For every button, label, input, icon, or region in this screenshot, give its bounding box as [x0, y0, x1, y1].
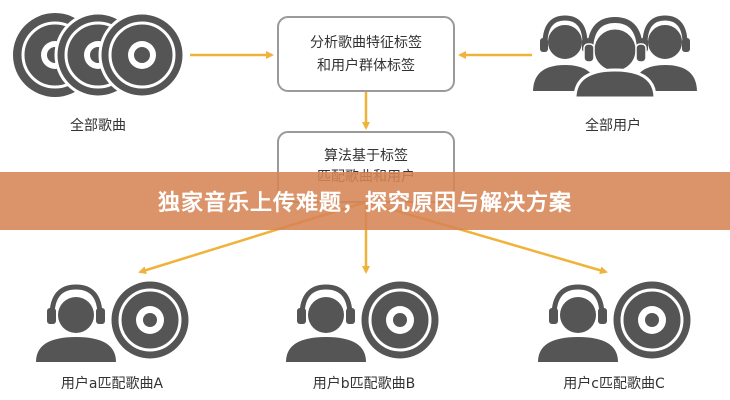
- user-b-headphones-icon: [286, 284, 366, 362]
- all-songs-disc-icon: [13, 11, 186, 99]
- user-b-label: 用户b匹配歌曲B: [313, 375, 416, 392]
- analyze-tags-box: [277, 16, 455, 92]
- user-c-label: 用户c匹配歌曲C: [563, 375, 665, 392]
- analyze-tags-line1: 分析歌曲特征标签: [310, 34, 422, 51]
- user-c-headphones-icon: [538, 284, 618, 362]
- user-a-headphones-icon: [36, 284, 116, 362]
- song-b-disc-icon: [358, 278, 442, 362]
- song-c-disc-icon: [610, 278, 694, 362]
- title-banner: 独家音乐上传难题，探究原因与解决方案: [0, 172, 730, 230]
- all-songs-label: 全部歌曲: [70, 117, 126, 134]
- all-users-label: 全部用户: [585, 117, 641, 134]
- banner-title: 独家音乐上传难题，探究原因与解决方案: [157, 191, 572, 216]
- all-users-group-icon: [530, 15, 700, 100]
- analyze-tags-line2: 和用户群体标签: [317, 57, 415, 74]
- user-a-label: 用户a匹配歌曲A: [61, 375, 164, 392]
- song-a-disc-icon: [108, 278, 192, 362]
- match-algorithm-line1: 算法基于标签: [324, 147, 408, 164]
